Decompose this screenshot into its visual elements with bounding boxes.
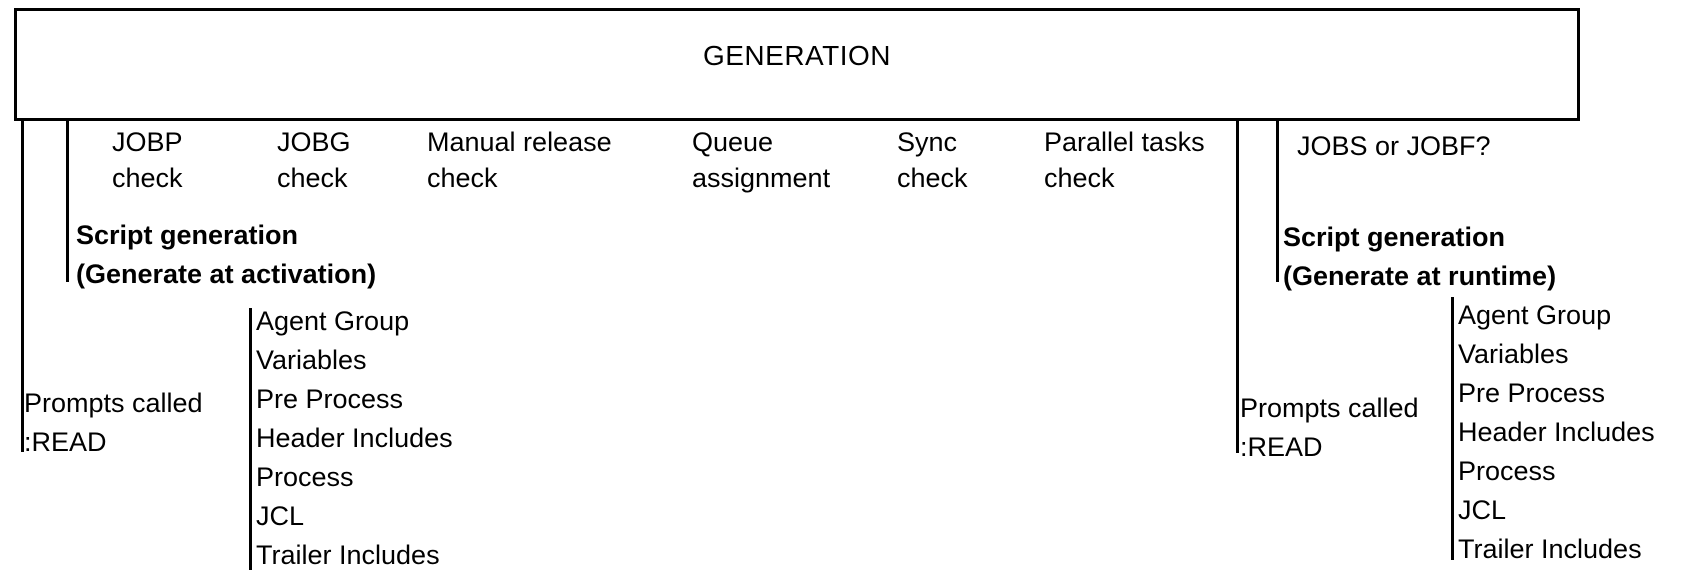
script-part-item: Variables	[1458, 339, 1569, 369]
check-label-parallel-tasks: Parallel tasks check	[1044, 127, 1205, 193]
script-parts-list-runtime: Agent Group Variables Pre Process Header…	[1458, 296, 1655, 569]
script-part-item: Header Includes	[256, 423, 453, 453]
script-part-item: Process	[256, 462, 354, 492]
connector-right-script-parts-line	[1451, 297, 1454, 560]
connector-left-script-line	[66, 121, 69, 282]
script-part-item: Trailer Includes	[1458, 534, 1642, 564]
script-part-item: JCL	[256, 501, 305, 531]
connector-right-script-line	[1276, 121, 1279, 282]
jobs-or-jobf-question: JOBS or JOBF?	[1297, 131, 1491, 161]
check-label-manual-release: Manual release check	[427, 127, 612, 193]
check-label-jobg: JOBG check	[277, 127, 351, 193]
script-parts-list-activation: Agent Group Variables Pre Process Header…	[256, 302, 453, 575]
connector-left-prompts-line	[21, 121, 24, 452]
connector-right-prompts-line	[1236, 121, 1239, 453]
check-label-jobp: JOBP check	[112, 127, 183, 193]
script-generation-runtime-heading: Script generation (Generate at runtime)	[1283, 222, 1557, 291]
script-part-item: Trailer Includes	[256, 540, 440, 570]
generation-box: GENERATION	[14, 8, 1580, 121]
prompts-called-read-left: Prompts called :READ	[24, 388, 203, 457]
prompts-called-read-right: Prompts called :READ	[1240, 393, 1419, 462]
script-part-item: Agent Group	[256, 306, 410, 336]
script-generation-activation-heading: Script generation (Generate at activatio…	[76, 220, 377, 289]
check-label-queue-assignment: Queue assignment	[692, 127, 831, 193]
connector-left-script-parts-line	[249, 308, 252, 570]
script-part-item: Variables	[256, 345, 367, 375]
script-part-item: Pre Process	[256, 384, 404, 414]
script-part-item: JCL	[1458, 495, 1507, 525]
script-part-item: Pre Process	[1458, 378, 1606, 408]
script-part-item: Header Includes	[1458, 417, 1655, 447]
check-label-sync: Sync check	[897, 127, 968, 193]
generation-title: GENERATION	[702, 39, 892, 71]
script-part-item: Process	[1458, 456, 1556, 486]
script-part-item: Agent Group	[1458, 300, 1612, 330]
